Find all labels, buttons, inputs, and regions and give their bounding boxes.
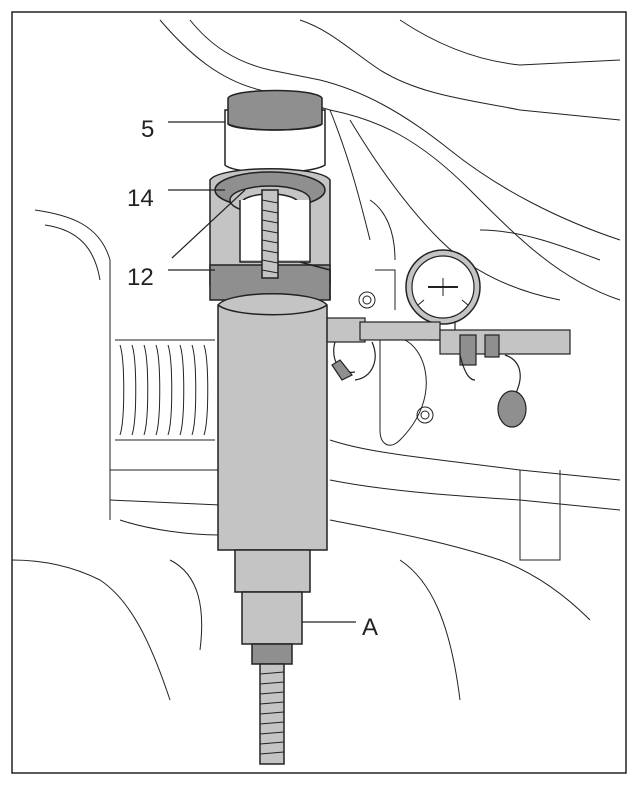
callout-12: 12	[127, 264, 154, 291]
pressure-gauge	[405, 249, 481, 341]
leader-lines	[168, 121, 356, 623]
vehicle-background	[11, 19, 621, 701]
hydraulic-line	[324, 317, 571, 428]
callout-5: 5	[141, 116, 155, 143]
leader-12-diag	[171, 189, 246, 259]
callout-a: A	[362, 614, 379, 641]
press-tool	[209, 89, 331, 765]
callout-14: 14	[127, 185, 154, 212]
